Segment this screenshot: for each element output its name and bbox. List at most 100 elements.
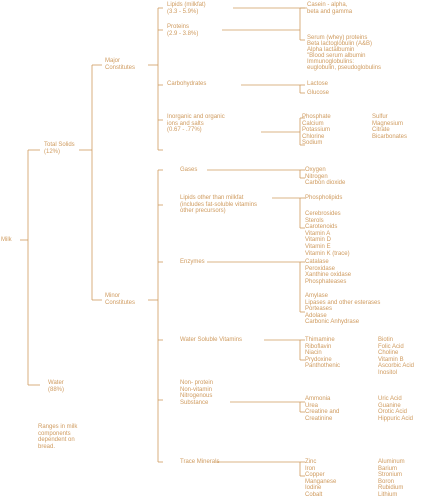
other-lipids-line: (includes fat-soluble vitamins	[180, 201, 258, 208]
enzyme-item: Carbonic Anhydrase	[305, 319, 360, 326]
nitrogen-item: Creatine and	[305, 409, 340, 416]
gas-item: Carbon dioxide	[305, 180, 346, 187]
non-protein-line: Non-vitamin	[180, 386, 213, 393]
note-line: components	[38, 430, 71, 437]
total-solids-label: Total Solids	[44, 142, 75, 148]
glucose-node: Glucose	[307, 90, 330, 96]
non-protein-line: Nitrogenous	[180, 393, 213, 400]
serum-proteins-line: euglobulin, pseudoglobulins	[307, 65, 382, 71]
lipids-label: Lipids (milkfat)	[167, 2, 206, 8]
nitrogen-item: Uric Acid	[378, 396, 402, 402]
vitamin-item: Folic Acid	[378, 343, 404, 350]
nitrogen-item: Hippuric Acid	[378, 415, 414, 422]
lipid-item: Vitamin D	[305, 237, 331, 244]
gas-item: Oxygen	[305, 167, 326, 173]
nitrogen-item: Orotic Acid	[378, 409, 408, 416]
mineral-item: Manganese	[305, 478, 337, 485]
enzyme-item: Xanthine oxidase	[305, 272, 352, 279]
enzyme-item: Amylase	[305, 293, 329, 299]
water-percent: (88%)	[48, 386, 65, 393]
lactose-node: Lactose	[307, 81, 329, 87]
non-protein-line: Non- protein	[180, 380, 214, 386]
lipid-item: Vitamin K (trace)	[305, 250, 350, 257]
proteins-range: (2.9 - 3.8%)	[167, 30, 199, 37]
constitutes-label: Constitutes	[105, 64, 136, 71]
vitamin-item: Riboflavin	[305, 343, 332, 350]
constitutes-label: Constitutes	[105, 299, 136, 306]
mineral-item: Iron	[305, 465, 316, 472]
mineral-item: Barium	[378, 465, 398, 472]
lipid-item: Cerebrosides	[305, 211, 341, 217]
lipid-item: Vitamin A	[305, 230, 331, 237]
mineral-item: Boron	[378, 478, 395, 485]
nitrogen-item: Ammonia	[305, 396, 331, 402]
minor-label: Minor	[105, 293, 121, 299]
vitamin-item: Inositol	[378, 369, 398, 376]
gas-item: Nitrogen	[305, 173, 328, 180]
serum-proteins-line: Alpha lactalbumin	[307, 47, 355, 53]
non-protein-line: Substance	[180, 399, 209, 406]
lipid-item: Sterols	[305, 217, 324, 224]
casein-line: beta and gamma	[307, 8, 353, 15]
vitamin-item: Niacin	[305, 350, 322, 357]
mineral-item: Iodine	[305, 485, 322, 492]
proteins-label: Proteins	[167, 24, 190, 30]
proteins-node: Proteins(2.9 - 3.8%)	[167, 24, 198, 37]
enzyme-item: Porteases	[305, 306, 333, 313]
ion-item: Bicarbonates	[372, 133, 408, 140]
ion-item: Citrate	[372, 127, 390, 134]
phospholipids-node: Phospholipids	[305, 195, 343, 201]
casein-line: Casein - alpha,	[307, 2, 348, 8]
mineral-item: Rubidium	[378, 485, 404, 492]
mineral-item: Cobalt	[305, 491, 323, 498]
enzyme-item: Adolase	[305, 312, 327, 319]
ion-item: Potassium	[302, 127, 331, 134]
water-soluble-vitamins-node: Water Soluble Vitamins	[180, 337, 243, 343]
lipid-item: Carotenoids	[305, 224, 338, 231]
inorganic-line: Inorganic and organic	[167, 114, 225, 120]
inorganic-line: ions and salts	[167, 120, 204, 127]
other-lipids-node: Lipids other than milkfat(includes fat-s…	[180, 195, 257, 215]
trace-minerals-node: Trace Minerals	[180, 459, 220, 465]
vitamin-item: Vitamin B	[378, 356, 404, 363]
ion-item: Sulfur	[372, 114, 388, 120]
milk-label: Milk	[1, 237, 12, 243]
enzyme-item: Catalase	[305, 259, 329, 265]
mineral-item: Lithium	[378, 491, 398, 498]
water-label: Water	[48, 380, 64, 386]
other-lipids-line: other precursors)	[180, 208, 226, 215]
inorganic-line: (0.67 - .77%)	[167, 127, 202, 134]
nitrogen-item: Urea	[305, 402, 319, 409]
serum-proteins-line: Beta lactoglobulin (A&B)	[307, 41, 373, 47]
water-node: Water(88%)	[48, 380, 64, 393]
serum-proteins-line: "Blood serum albumin	[307, 53, 366, 59]
enzyme-item: Phosphateases	[305, 278, 347, 285]
ion-item: Chlorine	[302, 133, 325, 140]
vitamin-item: Thimamine	[305, 337, 335, 343]
vitamin-item: Choline	[378, 350, 399, 357]
mineral-item: Aluminum	[378, 459, 405, 465]
total-solids-percent: (12%)	[44, 148, 61, 155]
carbohydrates-node: Carbohydrates	[167, 81, 207, 87]
mineral-item: Zinc	[305, 459, 317, 465]
vitamin-item: Biotin	[378, 337, 394, 343]
lipid-item: Vitamin E	[305, 243, 331, 250]
total-solids-node: Total Solids(12%)	[44, 142, 75, 155]
casein-node: Casein - alpha,beta and gamma	[307, 2, 352, 15]
enzymes-node: Enzymes	[180, 259, 205, 265]
